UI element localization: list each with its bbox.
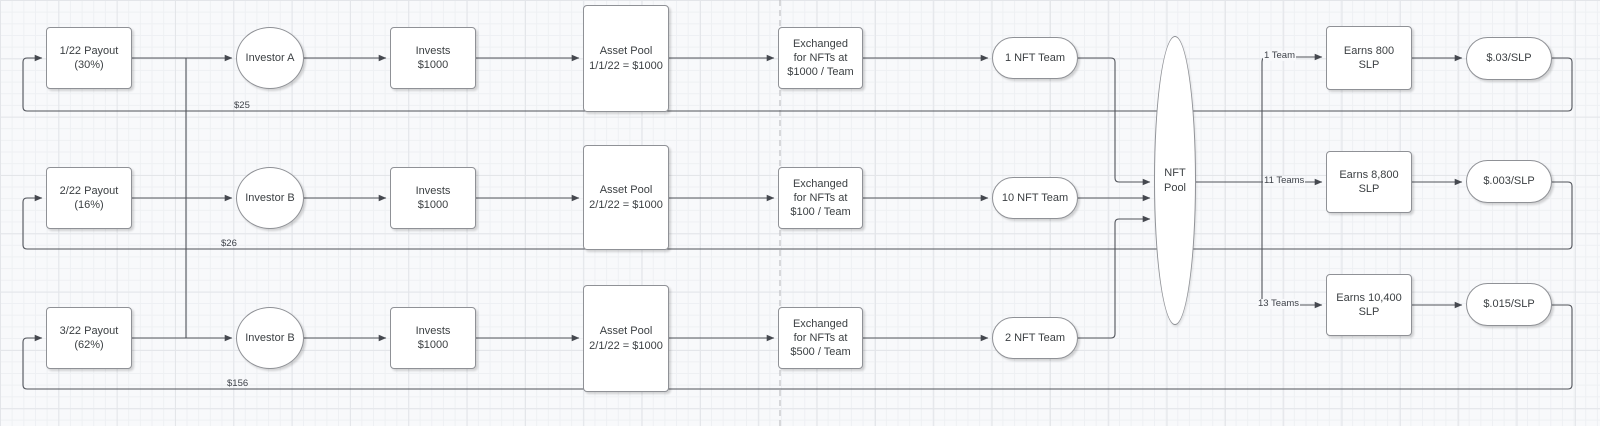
nft-pool-ellipse[interactable]: NFT Pool <box>1154 36 1196 325</box>
nft-team-pill-row3[interactable]: 2 NFT Team <box>992 317 1078 359</box>
teams-count-label-row1[interactable]: 1 Team <box>1263 50 1296 62</box>
slp-rate-pill-row2[interactable]: $.003/SLP <box>1466 160 1552 203</box>
invests-box-row2[interactable]: Invests $1000 <box>390 167 476 229</box>
investor-circle-row1[interactable]: Investor A <box>236 27 304 89</box>
exchanged-box-row2[interactable]: Exchanged for NFTs at $100 / Team <box>778 167 863 229</box>
earns-box-row3[interactable]: Earns 10,400 SLP <box>1326 274 1412 336</box>
payout-amount-label-row1[interactable]: $25 <box>234 100 250 111</box>
earns-box-row2[interactable]: Earns 8,800 SLP <box>1326 151 1412 213</box>
teams-count-label-row2[interactable]: 11 Teams <box>1263 175 1306 187</box>
asset-pool-box-row1[interactable]: Asset Pool 1/1/22 = $1000 <box>583 5 669 112</box>
nft-team-pill-row2[interactable]: 10 NFT Team <box>992 177 1078 219</box>
exchanged-box-row1[interactable]: Exchanged for NFTs at $1000 / Team <box>778 27 863 89</box>
payout-amount-label-row2[interactable]: $26 <box>221 238 237 249</box>
investor-circle-row2[interactable]: Investor B <box>236 167 304 229</box>
asset-pool-box-row3[interactable]: Asset Pool 2/1/22 = $1000 <box>583 285 669 392</box>
slp-rate-pill-row1[interactable]: $.03/SLP <box>1466 37 1552 80</box>
teams-count-label-row3[interactable]: 13 Teams <box>1257 298 1301 310</box>
asset-pool-box-row2[interactable]: Asset Pool 2/1/22 = $1000 <box>583 145 669 250</box>
payout-box-row2[interactable]: 2/22 Payout (16%) <box>46 167 132 229</box>
earns-box-row1[interactable]: Earns 800 SLP <box>1326 26 1412 90</box>
slp-rate-pill-row3[interactable]: $.015/SLP <box>1466 283 1552 326</box>
investor-circle-row3[interactable]: Investor B <box>236 307 304 369</box>
invests-box-row1[interactable]: Invests $1000 <box>390 27 476 89</box>
payout-amount-label-row3[interactable]: $156 <box>227 378 249 389</box>
payout-box-row3[interactable]: 3/22 Payout (62%) <box>46 307 132 369</box>
payout-box-row1[interactable]: 1/22 Payout (30%) <box>46 27 132 89</box>
nft-team-pill-row1[interactable]: 1 NFT Team <box>992 37 1078 79</box>
invests-box-row3[interactable]: Invests $1000 <box>390 307 476 369</box>
exchanged-box-row3[interactable]: Exchanged for NFTs at $500 / Team <box>778 307 863 369</box>
